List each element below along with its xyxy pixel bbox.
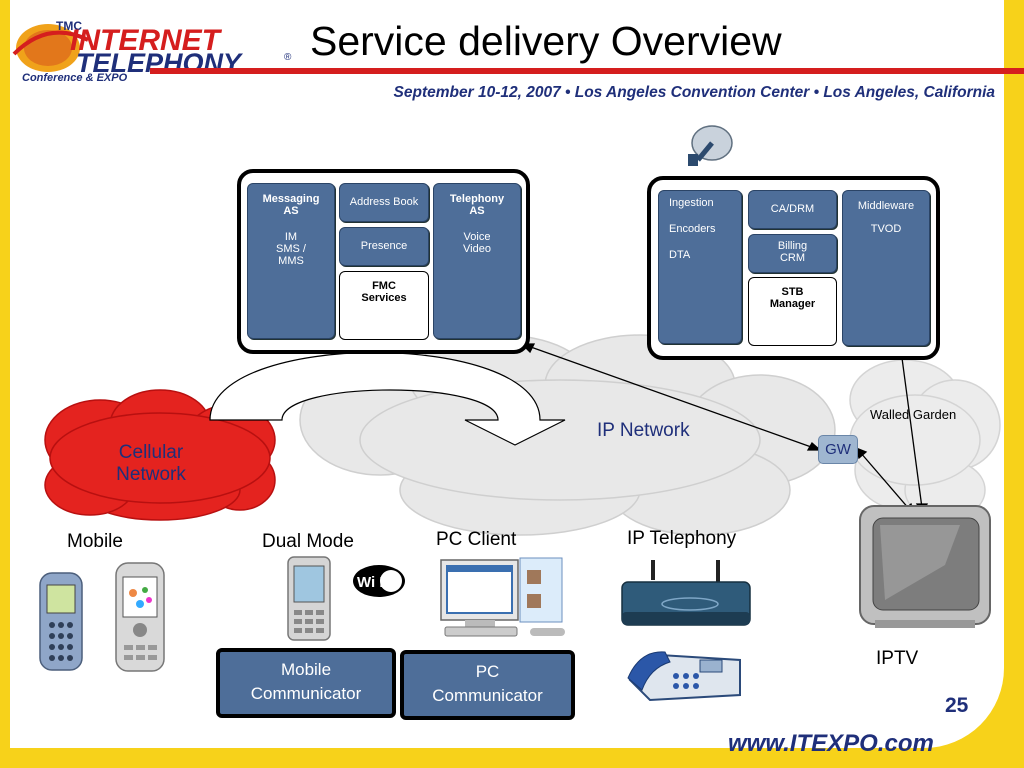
ip-network-label: IP Network	[597, 420, 690, 441]
mobile-label: Mobile	[67, 531, 123, 552]
iptv-label: IPTV	[876, 648, 919, 669]
cellular-label-2: Network	[116, 464, 186, 485]
messaging-item-mms: MMS	[278, 255, 304, 267]
pc-communicator-line1: PC	[475, 662, 500, 681]
ingestion-item-encoders: Encoders	[669, 223, 716, 235]
mobile-communicator-button[interactable]: Mobile Communicator	[216, 648, 396, 718]
logo-line1: INTERNET	[70, 24, 223, 57]
title-underline	[150, 68, 1024, 74]
pc-client-label: PC Client	[436, 529, 517, 550]
fmc-services-box[interactable]: FMC Services	[339, 271, 429, 340]
messaging-as-column[interactable]: Messaging AS IM SMS / MMS	[247, 183, 335, 339]
tvod-label: TVOD	[870, 223, 902, 235]
logo-registered: ®	[284, 52, 292, 63]
smartphone-icon	[115, 562, 165, 672]
pc-monitor-icon	[440, 557, 565, 637]
cellular-network-label: Cellular Network	[100, 442, 202, 486]
presence-box[interactable]: Presence	[339, 227, 429, 266]
ip-router-icon	[621, 560, 751, 626]
walled-garden-cloud	[849, 359, 1001, 521]
middleware-label: Middleware	[857, 200, 915, 212]
slide-subtitle: September 10-12, 2007 • Los Angeles Conv…	[393, 84, 995, 101]
messaging-title-1: Messaging	[262, 193, 320, 205]
mobile-communicator-line1: Mobile	[280, 660, 332, 679]
fmc-label: FMC	[372, 280, 396, 292]
ip-network-cloud	[299, 334, 836, 536]
curved-arrow-outer	[209, 352, 566, 446]
dual-mode-label: Dual Mode	[262, 531, 354, 552]
messaging-title-2: AS	[283, 205, 299, 217]
pc-communicator-line2: Communicator	[432, 686, 543, 705]
slide-title: Service delivery Overview	[310, 18, 782, 64]
middleware-column[interactable]: Middleware TVOD	[842, 190, 930, 346]
wifi-logo-icon: Wi Fi	[353, 565, 405, 597]
billing-label: Billing	[777, 240, 808, 252]
mobile-communicator-line2: Communicator	[250, 684, 362, 703]
logo-line3: Conference & EXPO	[22, 72, 128, 84]
address-book-box[interactable]: Address Book	[339, 183, 429, 222]
telephony-title-1: Telephony	[449, 193, 505, 205]
tv-icon	[859, 505, 991, 628]
manager-label: Manager	[769, 298, 816, 310]
ingestion-column[interactable]: Ingestion Encoders DTA	[658, 190, 742, 344]
telephony-title-2: AS	[469, 205, 485, 217]
cellular-label-1: Cellular	[118, 442, 184, 463]
dual-mode-phone-icon	[287, 556, 331, 641]
gw-box[interactable]: GW	[818, 435, 858, 464]
ca-drm-box[interactable]: CA/DRM	[748, 190, 837, 229]
telephony-as-column[interactable]: Telephony AS Voice Video	[433, 183, 521, 339]
ingestion-item-ingestion: Ingestion	[669, 197, 714, 209]
walled-garden-label: Walled Garden	[870, 407, 957, 422]
pc-communicator-button[interactable]: PC Communicator	[400, 650, 575, 720]
telephony-item-video: Video	[463, 243, 491, 255]
messaging-item-sms: SMS /	[276, 243, 306, 255]
billing-crm-box[interactable]: Billing CRM	[748, 234, 837, 273]
ingestion-item-dta: DTA	[669, 249, 691, 261]
footer-url[interactable]: www.ITEXPO.com	[728, 730, 934, 757]
stb-manager-box[interactable]: STB Manager	[748, 277, 837, 346]
wifi-text: Wi Fi	[357, 574, 393, 591]
telephony-item-voice: Voice	[463, 231, 491, 243]
satellite-dish-icon	[688, 125, 733, 166]
cellular-network-cloud	[44, 389, 276, 521]
feature-phone-icon	[39, 572, 83, 671]
fmc-services-label: Services	[361, 292, 407, 304]
ip-telephony-label: IP Telephony	[627, 528, 737, 549]
messaging-item-im: IM	[284, 231, 298, 243]
desk-phone-icon	[627, 651, 741, 702]
crm-label: CRM	[779, 252, 806, 264]
page-number: 25	[945, 694, 969, 717]
logo-tmc: TMC	[56, 19, 82, 33]
stb-label: STB	[781, 286, 804, 298]
